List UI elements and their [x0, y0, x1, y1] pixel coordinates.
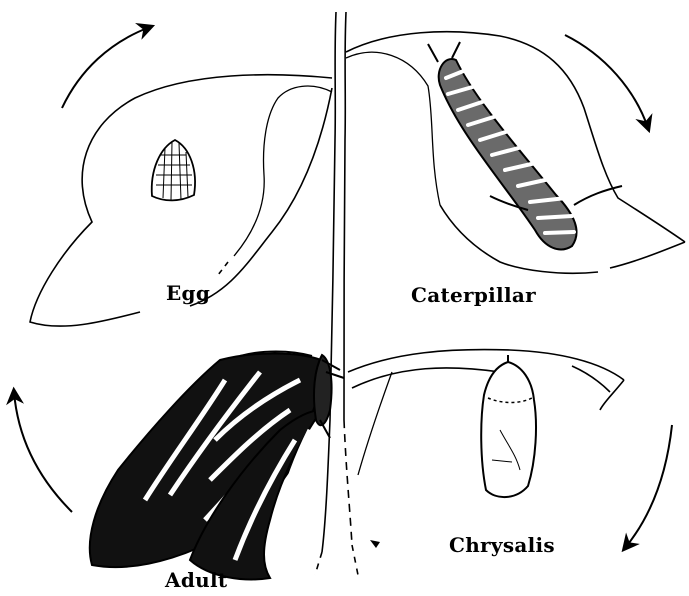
cycle-arrow-icon — [62, 27, 150, 108]
stage-label-caterpillar: Caterpillar — [411, 283, 536, 307]
stage-label-chrysalis: Chrysalis — [449, 533, 555, 557]
caterpillar-icon — [428, 42, 622, 249]
stage-label-adult: Adult — [165, 568, 227, 592]
egg-icon — [152, 140, 195, 200]
butterfly-icon — [90, 352, 344, 580]
stage-label-egg: Egg — [166, 281, 210, 305]
ant-icon — [370, 540, 380, 548]
cycle-arrow-icon — [565, 35, 648, 128]
cycle-arrow-icon — [14, 392, 72, 512]
cycle-arrow-icon — [625, 425, 672, 548]
chrysalis-icon — [481, 355, 536, 497]
plant-stem — [315, 12, 358, 575]
